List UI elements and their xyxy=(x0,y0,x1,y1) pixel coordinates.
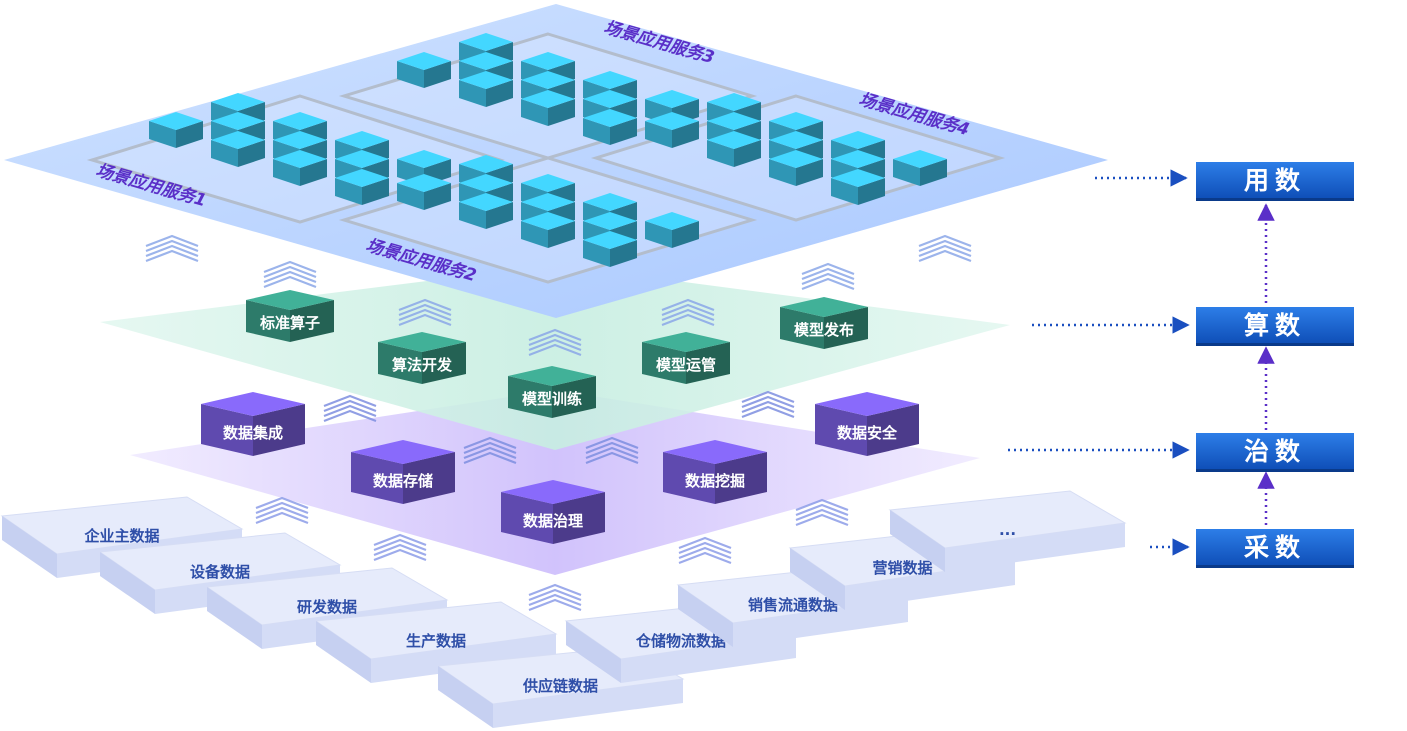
chevron-up-icon xyxy=(373,533,427,562)
data-source-slab-8: ... xyxy=(888,490,1127,572)
governance-cube-1: 数据存储 xyxy=(351,440,455,504)
algorithm-cube-0-label: 标准算子 xyxy=(259,314,320,332)
service-4-cube-9 xyxy=(645,112,699,148)
data-source-slab-2-label: 研发数据 xyxy=(297,598,357,616)
data-source-slab-3: 生产数据 xyxy=(314,601,558,683)
service-1-cube-6 xyxy=(273,150,327,186)
service-4-cube-6 xyxy=(769,150,823,186)
service-3-cube-8 xyxy=(583,109,637,145)
governance-cube-3: 数据挖掘 xyxy=(663,440,767,504)
chevron-up-icon xyxy=(255,496,309,525)
data-source-slab-7-label: 营销数据 xyxy=(872,559,932,577)
chevron-up-icon xyxy=(463,436,517,465)
governance-cube-3-label: 数据挖掘 xyxy=(685,472,745,490)
service-2-cube-10 xyxy=(645,212,699,248)
chevron-up-icon xyxy=(661,298,715,327)
algorithm-cube-3-label: 模型运管 xyxy=(656,356,716,374)
algorithm-cube-2-label: 模型训练 xyxy=(522,390,582,408)
data-source-slab-6-label: 销售流通数据 xyxy=(748,596,838,614)
data-source-slab-4-label: 供应链数据 xyxy=(522,677,598,695)
algorithm-cube-4-label: 模型发布 xyxy=(794,321,854,339)
governance-cube-0: 数据集成 xyxy=(201,392,305,456)
governance-cube-2-label: 数据治理 xyxy=(523,512,583,530)
governance-cube-4-label: 数据安全 xyxy=(837,424,898,442)
algorithm-cube-4: 模型发布 xyxy=(780,297,868,349)
chevron-up-icon xyxy=(528,583,582,612)
flow-box-govern-label: 治数 xyxy=(1244,437,1306,466)
chevron-up-icon xyxy=(585,436,639,465)
data-source-slab-3-label: 生产数据 xyxy=(406,632,466,650)
chevron-up-icon xyxy=(795,498,849,527)
chevron-up-icon xyxy=(145,234,199,263)
governance-cube-0-label: 数据集成 xyxy=(223,424,283,442)
flow-box-govern: 治数 xyxy=(1196,433,1354,472)
chevron-group xyxy=(145,234,972,612)
algorithm-cube-2: 模型训练 xyxy=(508,366,596,418)
algorithm-cube-3: 模型运管 xyxy=(642,332,730,384)
algorithm-cube-1: 算法开发 xyxy=(378,332,466,384)
chevron-up-icon xyxy=(918,234,972,263)
flow-column: 用数 算数 治数 采数 xyxy=(1008,162,1354,568)
service-1-cube-3 xyxy=(211,131,265,167)
service-4-cube-10 xyxy=(893,150,947,186)
flow-box-use-label: 用数 xyxy=(1244,166,1306,195)
algorithm-cube-1-label: 算法开发 xyxy=(392,356,453,374)
service-2-cube-3 xyxy=(459,193,513,229)
flow-box-compute-label: 算数 xyxy=(1244,311,1306,340)
flow-box-collect: 采数 xyxy=(1196,529,1354,568)
data-source-slab-8-label: ... xyxy=(999,521,1016,539)
data-source-slab-0-label: 企业主数据 xyxy=(83,527,159,545)
service-3-cube-9 xyxy=(397,52,451,88)
data-source-slab-1-label: 设备数据 xyxy=(190,563,250,581)
chevron-up-icon xyxy=(263,260,317,289)
chevron-up-icon xyxy=(323,394,377,423)
governance-cube-2: 数据治理 xyxy=(501,480,605,544)
chevron-up-icon xyxy=(801,262,855,291)
service-3-cube-3 xyxy=(459,71,513,107)
flow-box-compute: 算数 xyxy=(1196,307,1354,346)
data-source-slab-5: 仓储物流数据 xyxy=(564,601,798,683)
service-3-cube-6 xyxy=(521,90,575,126)
service-1-cube-8 xyxy=(335,169,389,205)
chevron-up-icon xyxy=(398,298,452,327)
chevron-up-icon xyxy=(678,536,732,565)
flow-box-use: 用数 xyxy=(1196,162,1354,201)
service-2-cube-6 xyxy=(521,212,575,248)
algorithm-cube-0: 标准算子 xyxy=(246,290,334,342)
service-2-cube-8 xyxy=(583,231,637,267)
governance-cube-1-label: 数据存储 xyxy=(373,472,433,490)
flow-box-collect-label: 采数 xyxy=(1244,533,1306,562)
governance-cube-4: 数据安全 xyxy=(815,392,919,456)
service-4-cube-3 xyxy=(707,131,761,167)
data-source-slab-5-label: 仓储物流数据 xyxy=(635,632,726,650)
chevron-up-icon xyxy=(528,328,582,357)
service-4-cube-8 xyxy=(831,169,885,205)
service-2-cube-9 xyxy=(397,174,451,210)
chevron-up-icon xyxy=(741,390,795,419)
service-cubes xyxy=(149,33,947,267)
data-source-slab-0: 企业主数据 xyxy=(0,496,244,578)
service-1-cube-9 xyxy=(149,112,203,148)
